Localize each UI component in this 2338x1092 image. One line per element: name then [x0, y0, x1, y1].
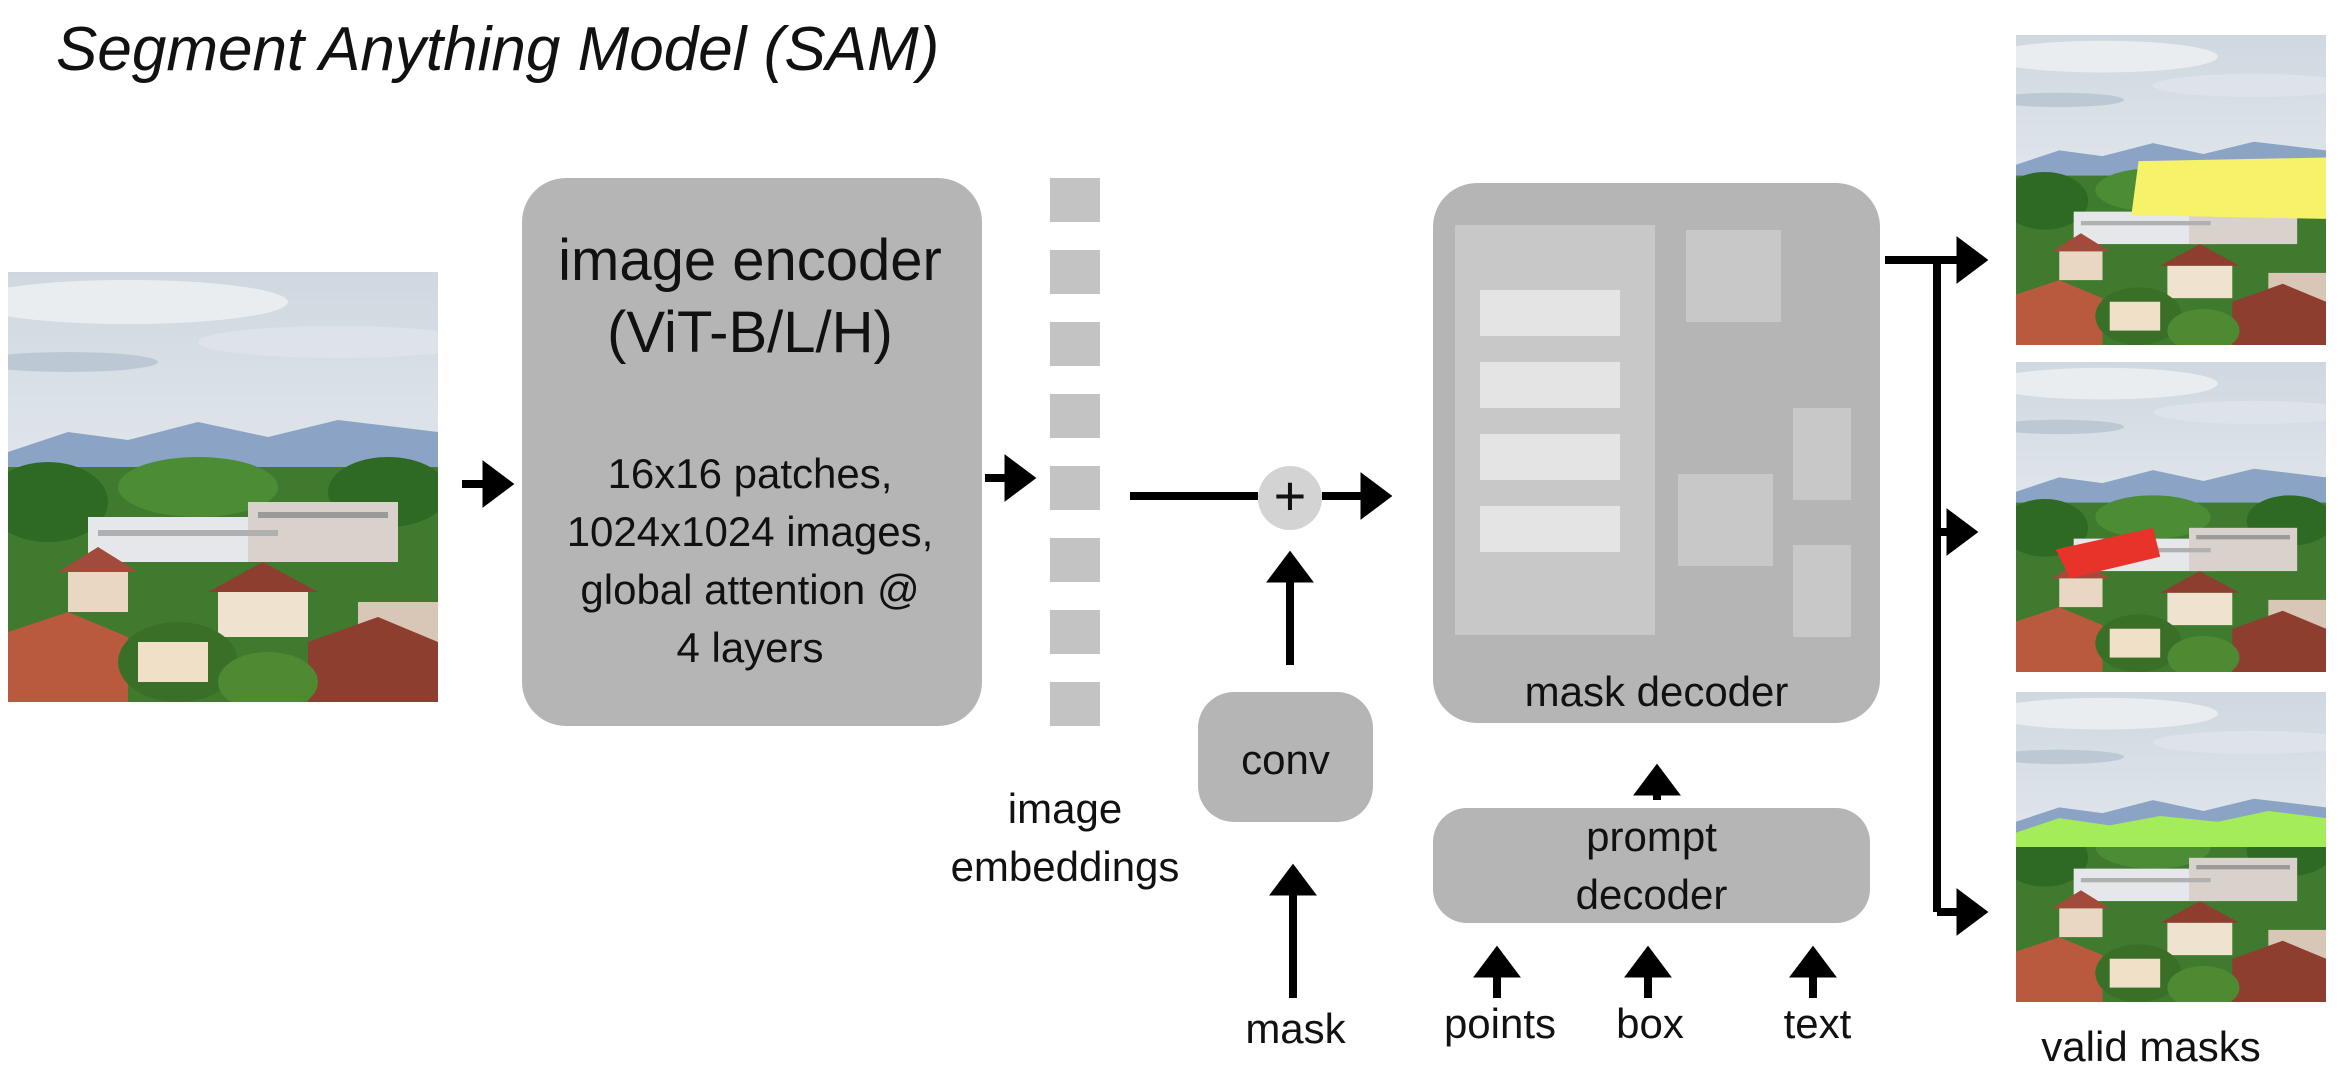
green-mask — [2016, 810, 2326, 847]
mask-input-label: mask — [1245, 1005, 1346, 1052]
box-prompt-label: box — [1616, 1000, 1684, 1047]
image-encoder-box — [522, 178, 982, 726]
image-encoder-detail-line2: 1024x1024 images, — [566, 508, 934, 555]
image-embeddings-label-line2: embeddings — [950, 843, 1180, 890]
plus-node — [1258, 466, 1322, 530]
diagram-title: Segment Anything Model (SAM) — [56, 15, 940, 84]
mask-decoder-token-bar — [1480, 506, 1620, 552]
prompt-decoder-label-line2: decoder — [1575, 871, 1728, 918]
mask-decoder-token-bar — [1480, 362, 1620, 408]
mask-decoder-block — [1686, 230, 1781, 322]
image-encoder-title-line1: image encoder — [558, 228, 942, 293]
mask-decoder-block — [1793, 545, 1851, 637]
output-mask-image-1 — [2016, 35, 2326, 345]
conv-label: conv — [1241, 736, 1330, 783]
prompt-decoder-box — [1433, 808, 1870, 923]
prompt-decoder-label-line1: prompt — [1586, 813, 1717, 860]
embedding-patch — [1050, 250, 1100, 294]
embedding-patch — [1050, 538, 1100, 582]
image-embeddings-label: image embeddings — [900, 780, 1230, 896]
image-embeddings-label-line1: image — [1007, 785, 1123, 832]
output-mask-image-3 — [2016, 692, 2326, 1002]
mask-decoder-label: mask decoder — [1524, 668, 1789, 715]
embedding-patch — [1050, 322, 1100, 366]
mask-decoder-block — [1793, 408, 1851, 500]
mask-decoder-token-bar — [1480, 290, 1620, 336]
image-encoder-title: image encoder (ViT-B/L/H) — [520, 225, 980, 369]
image-encoder-details: 16x16 patches, 1024x1024 images, global … — [520, 445, 980, 677]
red-mask — [2055, 527, 2161, 579]
image-encoder-detail-line3: global attention @ — [580, 566, 920, 613]
embedding-patch — [1050, 394, 1100, 438]
image-encoder-detail-line1: 16x16 patches, — [607, 450, 893, 497]
points-prompt-label: points — [1443, 1000, 1557, 1047]
output-mask-image-2 — [2016, 362, 2326, 672]
valid-masks-label: valid masks — [2041, 1023, 2261, 1070]
mask-decoder-token-bar — [1480, 434, 1620, 480]
plus-symbol: + — [1273, 464, 1307, 527]
embedding-patch — [1050, 466, 1100, 510]
embedding-patch — [1050, 610, 1100, 654]
embedding-patch — [1050, 682, 1100, 726]
image-encoder-title-line2: (ViT-B/L/H) — [607, 300, 893, 365]
prompt-decoder-label: prompt decoder — [1433, 808, 1870, 924]
yellow-mask — [2131, 157, 2326, 219]
mask-decoder-block — [1678, 474, 1773, 566]
image-encoder-detail-line4: 4 layers — [676, 624, 824, 671]
conv-box — [1198, 692, 1373, 822]
embedding-patch — [1050, 178, 1100, 222]
text-prompt-label: text — [1783, 1000, 1852, 1047]
